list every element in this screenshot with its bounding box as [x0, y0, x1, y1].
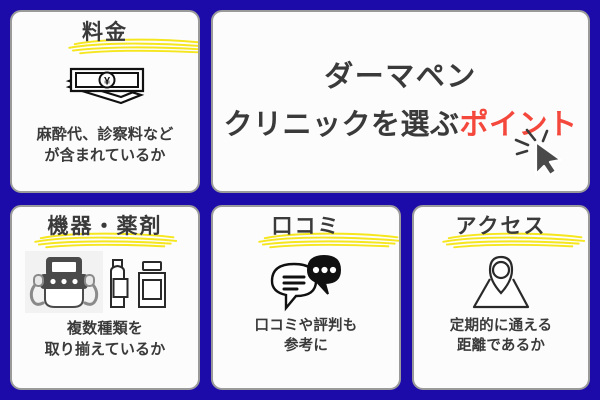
- hero-title-accent: ポイント: [459, 109, 578, 141]
- card-hero: ダーマペン クリニックを選ぶポイント: [211, 10, 590, 193]
- card-access: アクセス 定期的に通える 距離であるか: [412, 205, 590, 390]
- card-reviews-heading-wrap: 口コミ: [257, 215, 399, 248]
- hero-title-line2: クリニックを選ぶポイント: [223, 108, 578, 177]
- card-reviews: 口コミ 口コミや評判も 参考に: [211, 205, 401, 390]
- card-reviews-heading: 口コミ: [271, 215, 341, 238]
- card-access-body: 定期的に通える 距離であるか: [449, 317, 553, 355]
- card-fee-heading-wrap: 料金: [68, 21, 198, 54]
- svg-text:¥: ¥: [104, 75, 111, 87]
- card-fee-body: 麻酔代、診察料など が含まれているか: [36, 125, 174, 164]
- laser-device-and-bottles-icon: [25, 250, 185, 313]
- card-fee-heading: 料金: [82, 21, 128, 44]
- hero-title-line1: ダーマペン: [324, 61, 477, 94]
- banknotes-yen-icon: ¥: [57, 57, 153, 115]
- speech-bubbles-icon: [268, 251, 344, 313]
- map-pin-icon: [466, 251, 536, 313]
- card-access-heading-wrap: アクセス: [441, 215, 585, 248]
- card-reviews-body: 口コミや評判も 参考に: [254, 317, 358, 355]
- card-fee: 料金 ¥ 麻酔代、診察料など が含まれているか: [10, 10, 200, 193]
- card-device: 機器・薬剤: [10, 205, 200, 390]
- click-cursor-icon: [514, 124, 570, 185]
- hero-title-prefix: クリニックを選ぶ: [223, 109, 460, 141]
- card-device-heading: 機器・薬剤: [47, 215, 163, 238]
- card-device-heading-wrap: 機器・薬剤: [33, 215, 177, 248]
- card-access-heading: アクセス: [455, 215, 547, 238]
- bottom-card-row: 機器・薬剤: [10, 205, 590, 390]
- card-device-body: 複数種類を 取り揃えているか: [44, 319, 166, 358]
